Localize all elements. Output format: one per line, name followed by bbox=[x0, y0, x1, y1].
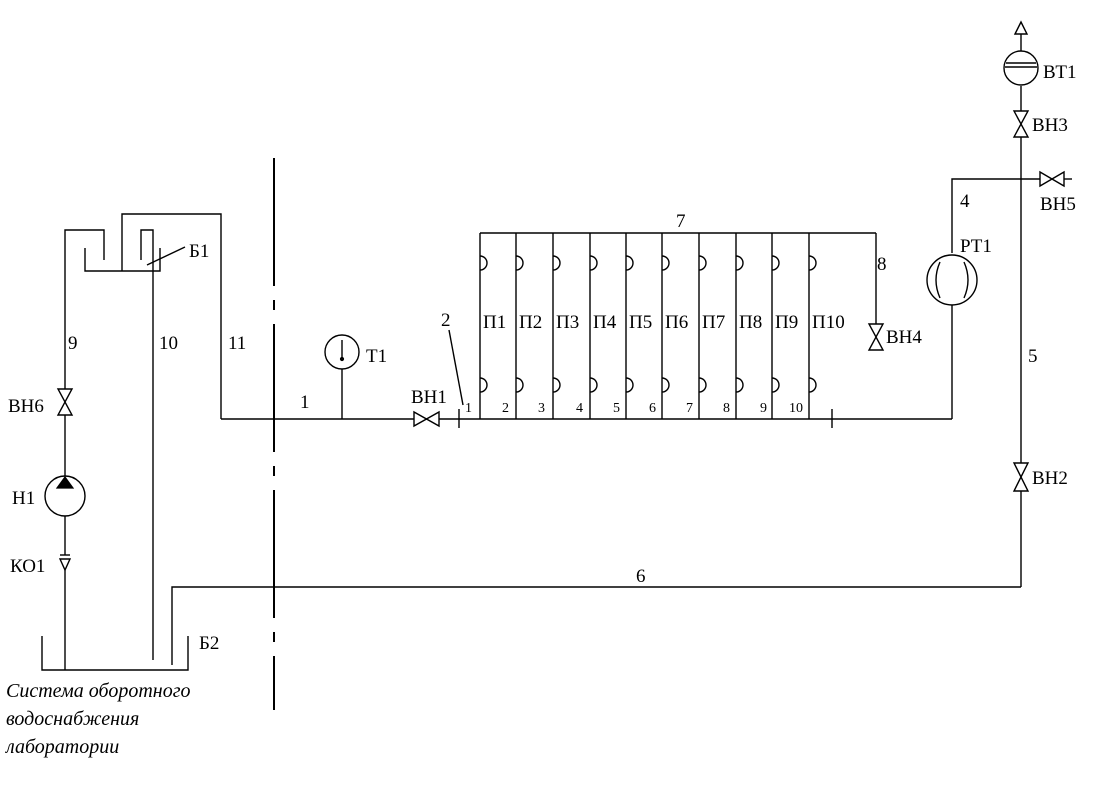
line-number-10: 10 bbox=[159, 333, 178, 354]
sensor-number: 2 bbox=[502, 401, 509, 416]
section-labels: П1 П2 П3 П4 П5 П6 П7 П8 П9 П10 bbox=[483, 312, 845, 333]
section-label: П4 bbox=[593, 312, 617, 333]
leader-b1 bbox=[146, 246, 186, 266]
pipe-line-1 bbox=[121, 213, 222, 419]
valve-vn1-icon bbox=[413, 410, 440, 428]
valve-vn3-icon bbox=[1012, 110, 1030, 138]
label-vn3: ВН3 bbox=[1032, 115, 1068, 136]
sensor-number: 7 bbox=[686, 401, 693, 416]
valve-vn5-icon bbox=[1039, 170, 1065, 188]
sensor-taps-bottom bbox=[479, 377, 817, 393]
label-b2: Б2 bbox=[199, 633, 219, 654]
pipe-line-9-top bbox=[64, 229, 105, 389]
line-number-1: 1 bbox=[300, 392, 310, 413]
line-number-5: 5 bbox=[1028, 346, 1038, 367]
label-ko1: КО1 bbox=[10, 556, 45, 577]
sensor-number: 5 bbox=[613, 401, 620, 416]
valve-vn2-icon bbox=[1012, 462, 1030, 492]
section-label: П3 bbox=[556, 312, 579, 333]
pipe-line-4-top bbox=[951, 178, 1040, 253]
label-vn1: ВН1 bbox=[411, 387, 447, 408]
sensor-number: 10 bbox=[789, 401, 803, 416]
gauge-vt1-icon bbox=[1003, 50, 1039, 86]
sensor-number: 4 bbox=[576, 401, 583, 416]
label-vn2: ВН2 bbox=[1032, 468, 1068, 489]
line-number-6: 6 bbox=[636, 566, 646, 587]
flowmeter-rt1-icon bbox=[926, 254, 978, 306]
section-label: П7 bbox=[702, 312, 725, 333]
section-label: П6 bbox=[665, 312, 688, 333]
line-number-4: 4 bbox=[960, 191, 970, 212]
label-vn5: ВН5 bbox=[1040, 194, 1076, 215]
section-label: П9 bbox=[775, 312, 798, 333]
line-number-2: 2 bbox=[441, 310, 451, 331]
arrow-up-icon bbox=[1013, 20, 1029, 35]
valve-vn6-icon bbox=[56, 388, 74, 416]
label-vn6: ВН6 bbox=[8, 396, 44, 417]
sensor-number: 6 bbox=[649, 401, 656, 416]
pipe-line-6 bbox=[171, 586, 1021, 665]
label-t1: Т1 bbox=[366, 346, 387, 367]
line-number-7: 7 bbox=[676, 211, 686, 232]
line-number-11: 11 bbox=[228, 333, 246, 354]
section-columns bbox=[479, 233, 810, 419]
line-number-8: 8 bbox=[877, 254, 887, 275]
section-label: П8 bbox=[739, 312, 762, 333]
caption-line-2: водоснабжения bbox=[6, 708, 139, 730]
label-n1: Н1 bbox=[12, 488, 35, 509]
caption-line-1: Система оборотного bbox=[6, 680, 191, 702]
caption-line-3: лаборатории bbox=[5, 736, 119, 758]
section-label: П10 bbox=[812, 312, 845, 333]
line-number-9: 9 bbox=[68, 333, 78, 354]
sensor-number: 1 bbox=[465, 401, 472, 416]
section-label: П5 bbox=[629, 312, 652, 333]
label-vn4: ВН4 bbox=[886, 327, 922, 348]
label-vt1: ВТ1 bbox=[1043, 62, 1077, 83]
sensor-taps-top bbox=[479, 255, 817, 271]
label-b1: Б1 bbox=[189, 241, 209, 262]
label-rt1: РТ1 bbox=[960, 236, 992, 257]
valve-vn4-icon bbox=[867, 323, 885, 351]
pipe-line-10-top bbox=[140, 229, 154, 660]
sensor-number: 8 bbox=[723, 401, 730, 416]
sensor-number: 3 bbox=[538, 401, 545, 416]
leader-line-2 bbox=[448, 329, 464, 406]
section-label: П1 bbox=[483, 312, 506, 333]
sensor-numbers: 1 2 3 4 5 6 7 8 9 10 bbox=[465, 401, 803, 416]
section-label: П2 bbox=[519, 312, 542, 333]
sensor-number: 9 bbox=[760, 401, 767, 416]
tank-b2 bbox=[41, 636, 189, 671]
check-valve-ko1-icon bbox=[58, 558, 72, 572]
